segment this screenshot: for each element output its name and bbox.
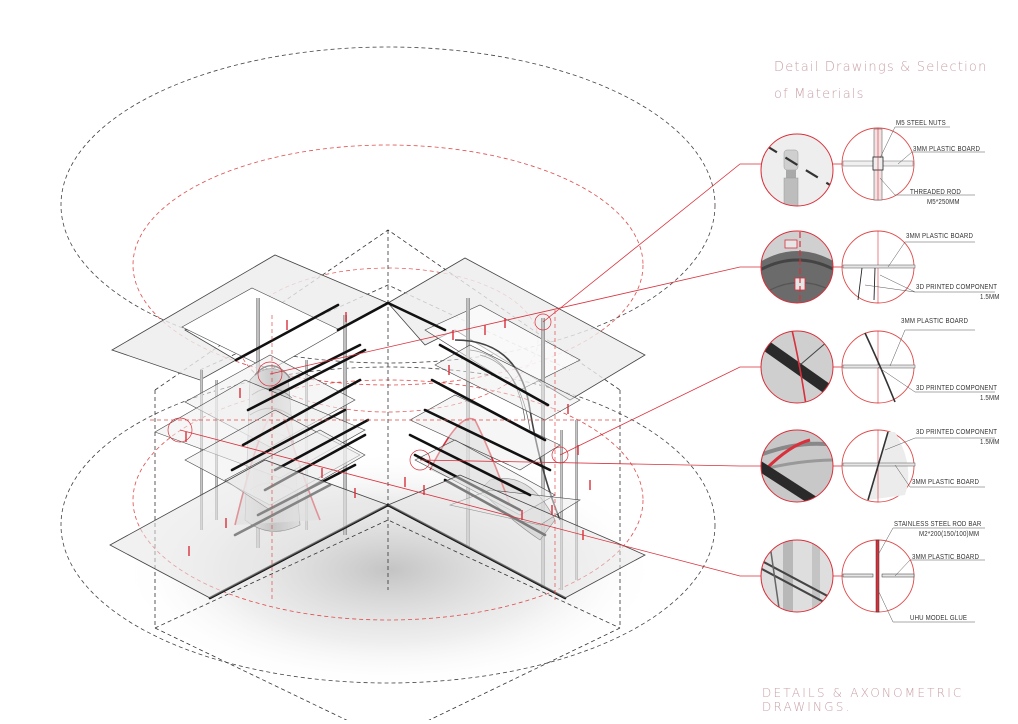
- label-component-thickness: 1.5MM: [980, 393, 1000, 402]
- sheet-title-line-2: of Materials: [774, 87, 865, 102]
- detail-2-render: [760, 230, 843, 304]
- label-threaded-rod: THREADED ROD: [910, 187, 961, 196]
- bounding-box: [154, 229, 621, 724]
- label-threaded-rod-size: M5*250MM: [927, 197, 960, 206]
- detail-4-section: [841, 429, 995, 503]
- label-3d-printed-component: 3D PRINTED COMPONENT: [916, 282, 998, 291]
- detail-3-render: [760, 330, 843, 404]
- label-3mm-plastic-board: 3MM PLASTIC BOARD: [912, 477, 980, 486]
- label-component-thickness: 1.5MM: [980, 292, 1000, 301]
- scale-figures: [185, 312, 591, 556]
- detail-4-render: [760, 429, 843, 503]
- label-stainless-steel-rod-bar: STAINLESS STEEL ROD BAR: [894, 519, 982, 528]
- detail-5-render: [760, 539, 843, 613]
- right-module: [386, 257, 646, 600]
- label-3mm-plastic-board: 3MM PLASTIC BOARD: [906, 231, 974, 240]
- detail-2-section: [841, 230, 995, 304]
- label-3mm-plastic-board: 3MM PLASTIC BOARD: [901, 316, 969, 325]
- label-rod-bar-size: M2*200(150/100)MM: [919, 529, 980, 538]
- detail-1-section: [841, 126, 985, 201]
- leader-lines: [167, 163, 761, 577]
- sheet-footer-title: DETAILS & AXONOMETRIC DRAWINGS.: [762, 686, 964, 714]
- label-m5-steel-nuts: M5 STEEL NUTS: [896, 118, 946, 127]
- sheet-title-line-1: Detail Drawings & Selection: [774, 60, 988, 75]
- section-lines: [150, 310, 620, 600]
- detail-3-section: [841, 329, 995, 404]
- detail-5-section: [841, 527, 985, 623]
- label-3d-printed-component: 3D PRINTED COMPONENT: [916, 383, 998, 392]
- label-uhu-model-glue: UHU MODEL GLUE: [910, 613, 968, 622]
- label-3d-printed-component: 3D PRINTED COMPONENT: [916, 427, 998, 436]
- label-3mm-plastic-board: 3MM PLASTIC BOARD: [912, 552, 980, 561]
- label-component-thickness: 1.5MM: [980, 437, 1000, 446]
- detail-1-render: [760, 133, 843, 207]
- label-3mm-plastic-board: 3MM PLASTIC BOARD: [913, 144, 981, 153]
- left-module: [109, 254, 390, 600]
